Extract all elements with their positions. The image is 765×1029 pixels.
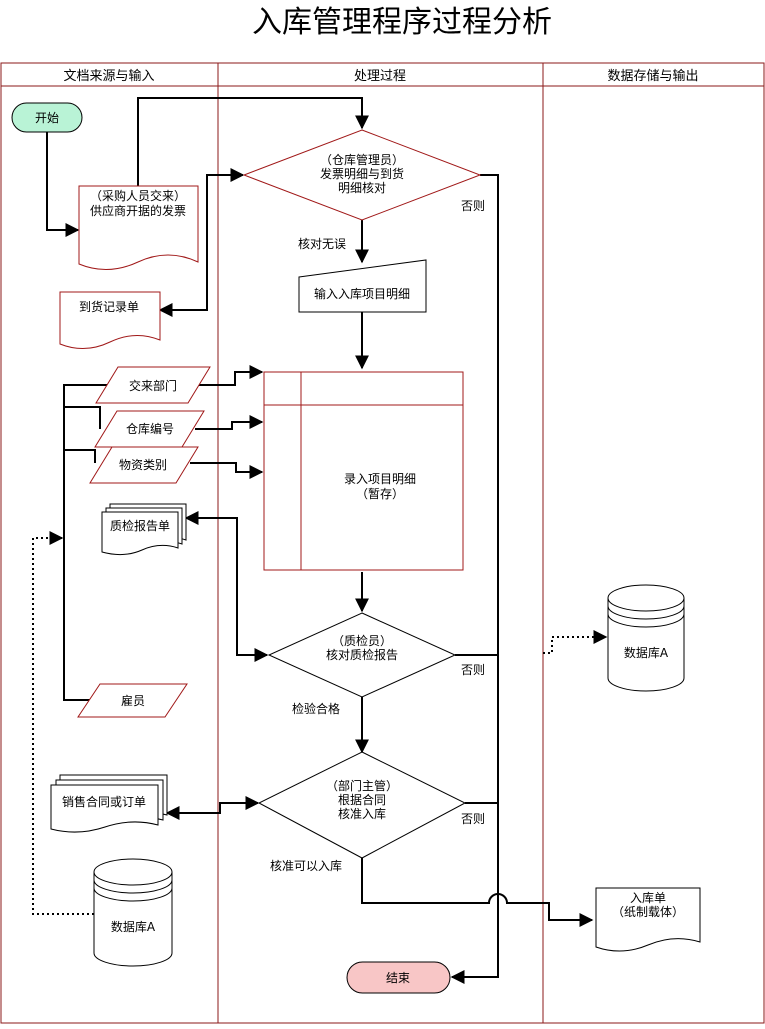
- manual-input-items: 输入入库项目明细: [298, 259, 427, 313]
- dept-label: 交来部门: [129, 378, 177, 393]
- database-right: 数据库A: [607, 584, 685, 692]
- entry-label-line2: （暂存）: [356, 487, 404, 501]
- db-right-label: 数据库A: [624, 645, 669, 660]
- check3-label-line1: （部门主管）: [326, 778, 398, 793]
- receipt-document: 入库单 （纸制载体）: [595, 887, 701, 952]
- entry-internal-storage: 录入项目明细 （暂存）: [263, 371, 464, 571]
- db-left-label: 数据库A: [111, 919, 156, 934]
- arrival-record-label: 到货记录单: [79, 299, 139, 314]
- qc-report-multidocument: 质检报告单: [101, 503, 187, 556]
- decision-qc-check: （质检员） 核对质检报告: [267, 612, 457, 698]
- contract-multidocument: 销售合同或订单: [50, 774, 168, 833]
- arrival-record-document: 到货记录单: [59, 291, 161, 349]
- employee-label: 雇员: [121, 693, 145, 708]
- lane-title-process: 处理过程: [354, 69, 406, 84]
- edge-label-ok2: 检验合格: [292, 701, 340, 716]
- check1-label-line1: （仓库管理员）: [320, 152, 404, 167]
- receipt-label-line1: 入库单: [630, 890, 666, 905]
- lane-title-output: 数据存储与输出: [607, 68, 698, 84]
- diagram-title: 入库管理程序过程分析: [252, 5, 552, 40]
- check3-label-line3: 核准入库: [338, 806, 386, 821]
- check1-label-line3: 明细核对: [338, 181, 386, 195]
- connectors: [32, 97, 608, 984]
- qc-report-label: 质检报告单: [110, 518, 170, 533]
- data-material-type: 物资类别: [89, 446, 199, 484]
- edge-label-ok1: 核对无误: [298, 237, 346, 251]
- data-warehouse-number: 仓库编号: [94, 410, 205, 448]
- start-label: 开始: [35, 111, 59, 125]
- edge-label-no2: 否则: [461, 663, 485, 677]
- receipt-label-line2: （纸制载体）: [612, 905, 684, 919]
- edge-label-ok3: 核准可以入库: [270, 858, 342, 873]
- invoice-document: （采购人员交来） 供应商开据的发票: [78, 185, 199, 270]
- material-type-label: 物资类别: [119, 458, 167, 472]
- invoice-label-line2: 供应商开据的发票: [90, 203, 186, 218]
- input-items-label: 输入入库项目明细: [314, 286, 410, 301]
- check2-label-line2: 核对质检报告: [326, 647, 398, 662]
- end-terminal: 结束: [346, 961, 451, 994]
- check1-label-line2: 发票明细与到货: [320, 166, 404, 181]
- data-dept: 交来部门: [95, 366, 211, 404]
- start-terminal: 开始: [11, 102, 83, 133]
- entry-label-line1: 录入项目明细: [344, 472, 416, 486]
- decision-invoice-check: （仓库管理员） 发票明细与到货 明细核对: [242, 129, 482, 221]
- warehouse-number-label: 仓库编号: [126, 421, 174, 436]
- check2-label-line1: （质检员）: [332, 633, 392, 648]
- edge-label-no1: 否则: [461, 199, 485, 213]
- lane-title-input: 文档来源与输入: [63, 68, 154, 84]
- end-label: 结束: [386, 971, 410, 985]
- edge-label-no3: 否则: [461, 812, 485, 826]
- invoice-label-line1: （采购人员交来）: [90, 188, 186, 203]
- data-employee: 雇员: [77, 683, 188, 718]
- check3-label-line2: 根据合同: [338, 792, 386, 807]
- decision-manager-approval: （部门主管） 根据合同 核准入库: [257, 751, 467, 859]
- database-left: 数据库A: [93, 858, 173, 967]
- contract-label: 销售合同或订单: [62, 794, 146, 809]
